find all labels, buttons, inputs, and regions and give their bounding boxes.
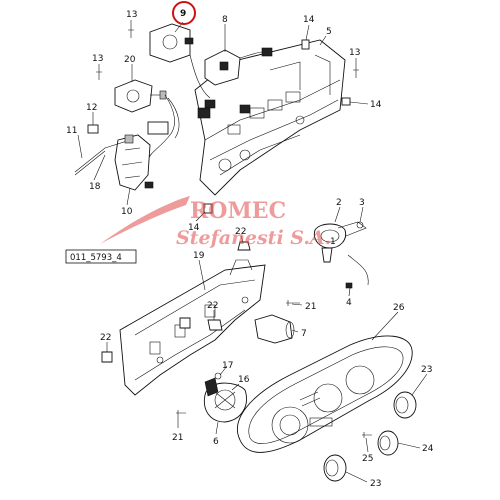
lower-frame-part-19 [101,259,300,416]
front-panel-part-26 [237,335,413,453]
callout-23: 23 [421,365,432,375]
callout-9: 9 [180,9,186,19]
part-6-rotary-switch [203,372,247,423]
callout-labels: 9 13 8 14 5 13 20 13 14 12 11 18 10 14 2… [66,9,434,489]
callout-6: 6 [213,437,219,447]
callout-5: 5 [326,27,332,37]
watermark: ROMEC Stefanesti S.A. [100,196,331,249]
callout-7: 7 [301,329,307,339]
watermark-line1: ROMEC [190,198,286,224]
callout-22: 22 [100,333,111,343]
callout-9-highlight-circle [172,1,196,25]
callout-13: 13 [126,10,137,20]
part-22-clip-top [237,241,251,251]
leader-lines [77,20,428,483]
callout-20: 20 [124,55,136,65]
callout-10: 10 [121,207,133,217]
callout-13: 13 [92,54,103,64]
part-7-knob-shaft [254,314,295,344]
callout-16: 16 [238,375,250,385]
callout-14: 14 [303,15,315,25]
callout-1: 1 [330,237,336,247]
callout-22: 22 [235,227,246,237]
knobs-group [323,391,417,482]
control-housing-assembly [74,23,359,214]
callout-14: 14 [188,223,200,233]
right-small-parts [313,221,369,289]
callout-25: 25 [362,454,373,464]
callout-2: 2 [336,198,342,208]
callout-13: 13 [349,48,360,58]
callout-24: 24 [422,444,434,454]
watermark-line2: Stefanesti S.A. [176,227,331,249]
callout-8: 8 [222,15,228,25]
drawing-code: 011_5793_4 [70,253,122,263]
callout-3: 3 [359,198,365,208]
callout-17: 17 [222,361,233,371]
callout-26: 26 [393,303,405,313]
callout-12: 12 [86,103,97,113]
callout-14: 14 [370,100,382,110]
callout-22: 22 [207,301,218,311]
callout-18: 18 [89,182,101,192]
callout-11: 11 [66,126,77,136]
drawing-code-box: 011_5793_4 [65,249,137,264]
callout-23: 23 [370,479,381,489]
callout-21: 21 [305,302,316,312]
callout-4: 4 [346,298,352,308]
callout-21: 21 [172,433,183,443]
callout-19: 19 [193,251,205,261]
